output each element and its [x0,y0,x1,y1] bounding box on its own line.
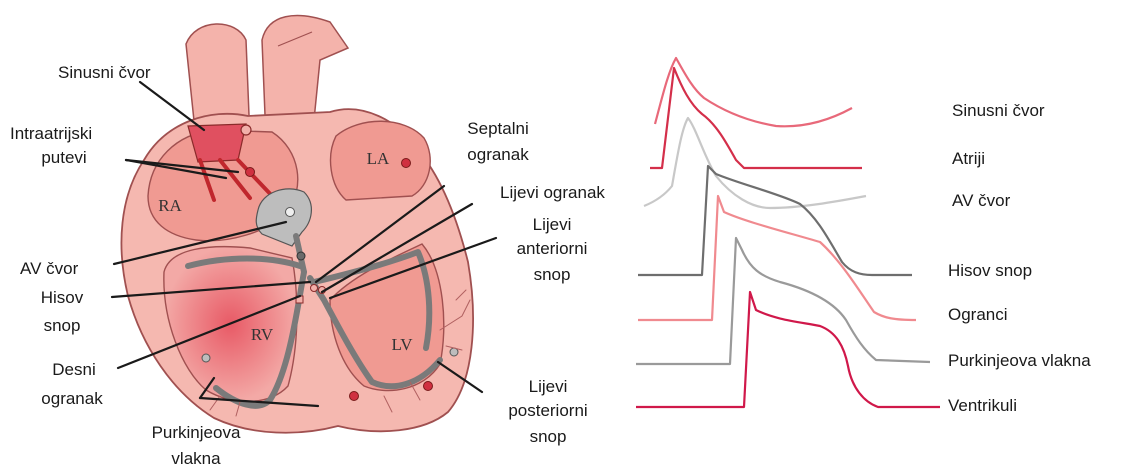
ap-trace-his-bundle [638,166,912,275]
label-purkinje-1: Purkinjeova [152,423,241,442]
label-av-node: AV čvor [20,259,79,278]
ap-trace-branches [638,196,916,320]
label-sinus-node: Sinusni čvor [58,63,151,82]
ap-label-branches: Ogranci [948,305,1008,324]
label-right-branch-2: ogranak [41,389,103,408]
label-his-2: snop [44,316,81,335]
ap-label-av-node: AV čvor [952,191,1011,210]
label-left-anterior-1: Lijevi [533,215,572,234]
label-left-posterior-2: posteriorni [508,401,587,420]
ap-trace-av-node [644,118,866,208]
label-intraatrial-2: putevi [41,148,86,167]
heart-illustration: RA LA RV LV Sinusni čvor Intraatrijski p… [10,16,605,468]
label-septal-2: ogranak [467,145,529,164]
label-left-anterior-3: snop [534,265,571,284]
label-left-posterior-1: Lijevi [529,377,568,396]
label-septal-1: Septalni [467,119,528,138]
ap-label-his-bundle: Hisov snop [948,261,1032,280]
label-left-posterior-3: snop [530,427,567,446]
chamber-label-rv: RV [251,325,274,344]
ap-label-atria: Atriji [952,149,985,168]
label-intraatrial-1: Intraatrijski [10,124,92,143]
label-his-1: Hisov [41,288,84,307]
chamber-label-lv: LV [391,335,413,354]
label-right-branch-1: Desni [52,360,95,379]
chamber-label-ra: RA [158,196,182,215]
ap-label-purkinje: Purkinjeova vlakna [948,351,1091,370]
ap-trace-ventricles [636,292,940,407]
label-left-anterior-2: anteriorni [517,239,588,258]
ap-trace-purkinje [636,238,930,364]
sinus-node-region [188,124,246,162]
label-left-branch: Lijevi ogranak [500,183,605,202]
label-purkinje-2: vlakna [171,449,221,468]
ap-label-ventricles: Ventrikuli [948,396,1017,415]
chamber-label-la: LA [367,149,390,168]
action-potential-panel: Sinusni čvor Atriji AV čvor Hisov snop O… [636,58,1091,415]
ap-label-sinus-node: Sinusni čvor [952,101,1045,120]
